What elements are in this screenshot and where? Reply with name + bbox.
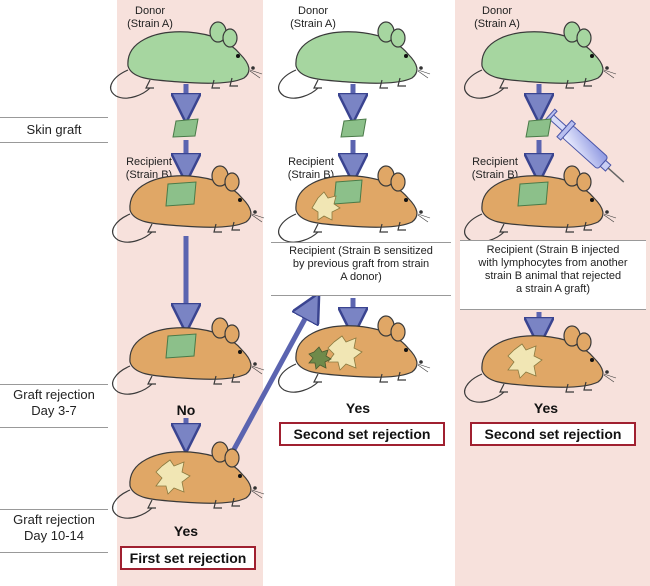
recipient-mouse	[112, 165, 265, 243]
skin-graft-patch	[525, 118, 552, 138]
donor-label-line2: (Strain A)	[474, 18, 520, 30]
donor-label-3: Donor (Strain A)	[467, 5, 527, 31]
graft-rejection-late-label: Graft rejection Day 10-14	[0, 509, 108, 553]
recipient-mouse	[464, 165, 617, 243]
arrow-diagonal	[229, 306, 312, 455]
skin-graft-patch	[340, 118, 367, 138]
graft-rejection-early-label: Graft rejection Day 3-7	[0, 384, 108, 428]
donor-label-line1: Donor	[482, 5, 512, 17]
accepted-graft-mouse	[112, 317, 265, 395]
skin-graft-patch	[172, 118, 199, 138]
second-set-injected-result: Yes	[533, 400, 559, 416]
recipient-mouse	[278, 165, 431, 243]
second-set-result: Yes	[345, 400, 371, 416]
recipient-label-3: Recipient (Strain B)	[464, 156, 526, 182]
sensitized-recipient-description: Recipient (Strain B sensitized by previo…	[271, 242, 451, 296]
first-set-rejection-box: First set rejection	[120, 546, 256, 570]
donor-label-1: Donor (Strain A)	[120, 5, 180, 31]
donor-label-line2: (Strain A)	[290, 18, 336, 30]
second-set-rejection-box-injected: Second set rejection	[470, 422, 636, 446]
rejected-graft-mouse	[464, 325, 617, 403]
donor-mouse	[464, 21, 617, 99]
second-set-rejection-box: Second set rejection	[279, 422, 445, 446]
recipient-label-line1: Recipient	[472, 156, 518, 168]
donor-mouse	[278, 21, 431, 99]
syringe-icon	[543, 108, 625, 183]
recipient-label-line1: Recipient	[288, 156, 334, 168]
donor-label-line1: Donor	[135, 5, 165, 17]
donor-label-line2: (Strain A)	[127, 18, 173, 30]
rejected-graft-mouse	[278, 315, 431, 393]
early-rejection-result: No	[176, 402, 196, 418]
recipient-label-line2: (Strain B)	[287, 169, 335, 181]
rejected-graft-mouse	[112, 441, 265, 519]
injected-recipient-description: Recipient (Strain B injected with lympho…	[460, 240, 646, 310]
late-rejection-result: Yes	[173, 523, 199, 539]
skin-graft-label: Skin graft	[0, 117, 108, 143]
recipient-label-line2: (Strain B)	[471, 169, 519, 181]
donor-label-2: Donor (Strain A)	[283, 5, 343, 31]
recipient-label-2: Recipient (Strain B)	[280, 156, 342, 182]
recipient-label-line1: Recipient	[126, 156, 172, 168]
donor-label-line1: Donor	[298, 5, 328, 17]
donor-mouse	[110, 21, 263, 99]
